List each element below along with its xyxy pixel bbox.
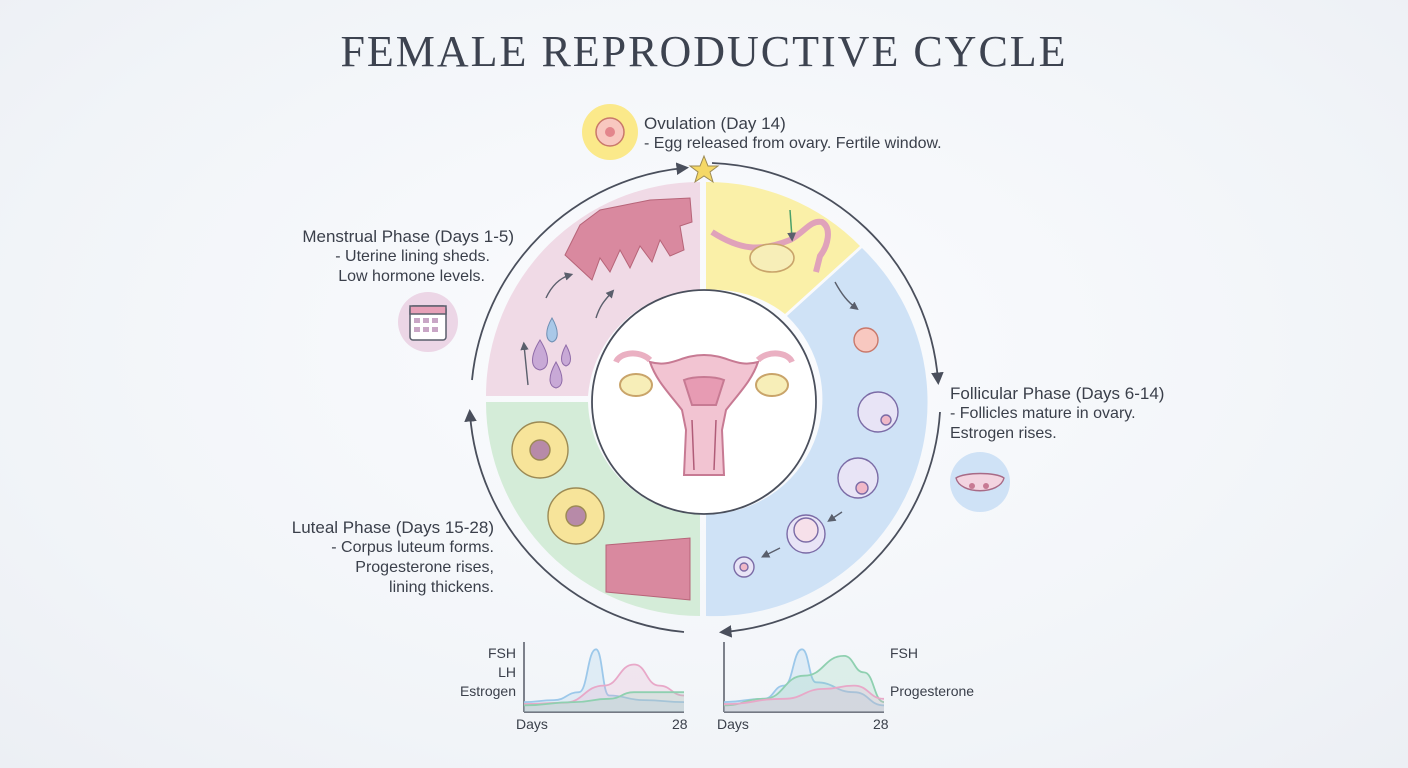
follicular-heading: Follicular Phase (Days 6-14) [950, 384, 1165, 403]
series-line [723, 654, 885, 707]
egg-cell-icon [595, 117, 625, 147]
menstrual-desc: Low hormone levels. [338, 268, 485, 285]
flow-arrow [595, 289, 615, 319]
x-tick-label: 28 [672, 716, 688, 732]
uterine-lining-illustration [564, 197, 693, 281]
legend-label: FSH [890, 645, 918, 661]
ring-arrow-luteal [464, 408, 685, 633]
series-area [524, 664, 684, 712]
legend-label: FSH [488, 645, 516, 661]
series-line [723, 684, 885, 705]
hormone-chart-right [723, 642, 885, 713]
ring-arrow-menstrual [471, 162, 690, 381]
luteal-desc: Progesterone rises, [355, 559, 494, 576]
ovary-tube-illustration [710, 209, 831, 273]
follicular-label: Follicular Phase (Days 6-14) - Follicles… [950, 384, 1164, 444]
flow-arrow [827, 511, 843, 522]
menstrual-desc: - Uterine lining sheds. [335, 248, 490, 265]
calendar-icon [409, 305, 447, 341]
ring-arrow-ovulation [711, 162, 944, 386]
thick-lining-illustration [605, 537, 691, 601]
follicular-desc: Estrogen rises. [950, 425, 1057, 442]
ovulation-heading: Ovulation (Day 14) [644, 114, 786, 133]
legend-label: Progesterone [890, 683, 974, 699]
series-area [724, 655, 884, 712]
hormone-chart-left [523, 642, 685, 713]
menstrual-heading: Menstrual Phase (Days 1-5) [302, 227, 514, 246]
cycle-ring [464, 162, 944, 638]
follicular-desc: - Follicles mature in ovary. [950, 405, 1136, 422]
ovulation-desc: - Egg released from ovary. Fertile windo… [644, 135, 942, 152]
legend-label: Estrogen [460, 683, 516, 699]
luteal-label: Luteal Phase (Days 15-28) - Corpus luteu… [280, 518, 494, 598]
menstrual-label: Menstrual Phase (Days 1-5) - Uterine lin… [290, 227, 514, 287]
ovulation-label: Ovulation (Day 14) - Egg released from o… [644, 114, 942, 154]
flow-arrow [834, 281, 859, 311]
corpus-luteum-illustration [511, 421, 605, 545]
series-line [523, 691, 684, 707]
star-icon [688, 154, 720, 184]
luteal-desc: - Corpus luteum forms. [331, 539, 494, 556]
page-title: FEMALE REPRODUCTIVE CYCLE [340, 27, 1068, 76]
flow-arrow [760, 547, 781, 558]
ring-arrow-follicular [718, 411, 941, 638]
series-area [724, 685, 884, 712]
x-tick-label: Days [516, 716, 548, 732]
series-area [724, 649, 884, 712]
luteal-desc: lining thickens. [389, 579, 494, 596]
uterus-icon [613, 350, 795, 476]
follicles-illustration [733, 327, 899, 578]
luteal-heading: Luteal Phase (Days 15-28) [291, 518, 494, 537]
legend-label: LH [498, 664, 516, 680]
series-line [523, 648, 685, 703]
flow-arrow [545, 272, 574, 299]
x-tick-label: 28 [873, 716, 889, 732]
ovary-icon [955, 472, 1005, 492]
blood-drops-icon [532, 317, 571, 389]
series-area [524, 692, 684, 712]
x-tick-label: Days [717, 716, 749, 732]
flow-arrow [520, 341, 529, 386]
